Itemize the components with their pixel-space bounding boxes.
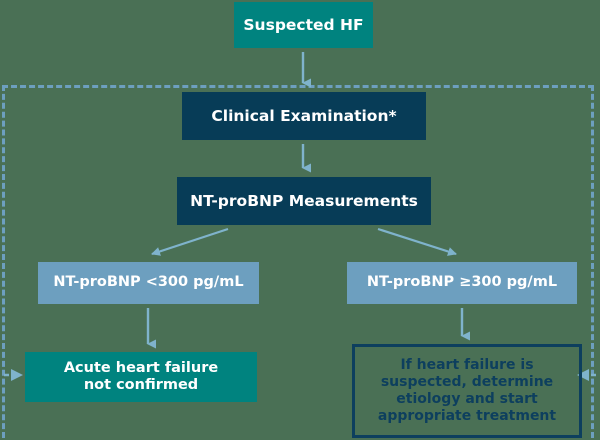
node-ntprobnp-high: NT-proBNP ≥300 pg/mL [347, 262, 577, 304]
node-clinical-examination: Clinical Examination* [182, 92, 426, 140]
node-acute-hf-not-confirmed-line-2: not confirmed [83, 377, 199, 393]
node-ntprobnp-low-label: NT-proBNP <300 pg/mL [53, 274, 244, 291]
node-hf-suspected-action-line-1: If heart failure is [400, 357, 534, 374]
node-ntprobnp-low: NT-proBNP <300 pg/mL [38, 262, 259, 304]
connector-measurements-to-low [151, 227, 229, 256]
node-clinical-examination-label: Clinical Examination* [211, 106, 397, 125]
node-ntprobnp-measurements-label: NT-proBNP Measurements [190, 191, 418, 210]
node-suspected-hf: Suspected HF [234, 2, 373, 48]
node-hf-suspected-action-line-4: appropriate treatment [377, 407, 557, 424]
node-hf-suspected-action-line-3: etiology and start [396, 391, 538, 407]
connector-measurements-to-high [377, 227, 457, 256]
node-hf-suspected-action-line-2: suspected, determine [380, 374, 554, 391]
node-acute-hf-not-confirmed: Acute heart failure not confirmed [25, 352, 257, 402]
node-ntprobnp-high-label: NT-proBNP ≥300 pg/mL [366, 274, 558, 291]
node-ntprobnp-measurements: NT-proBNP Measurements [177, 177, 431, 225]
node-acute-hf-not-confirmed-line-1: Acute heart failure [63, 359, 219, 376]
node-suspected-hf-label: Suspected HF [243, 15, 364, 34]
node-hf-suspected-action: If heart failure is suspected, determine… [352, 344, 582, 438]
